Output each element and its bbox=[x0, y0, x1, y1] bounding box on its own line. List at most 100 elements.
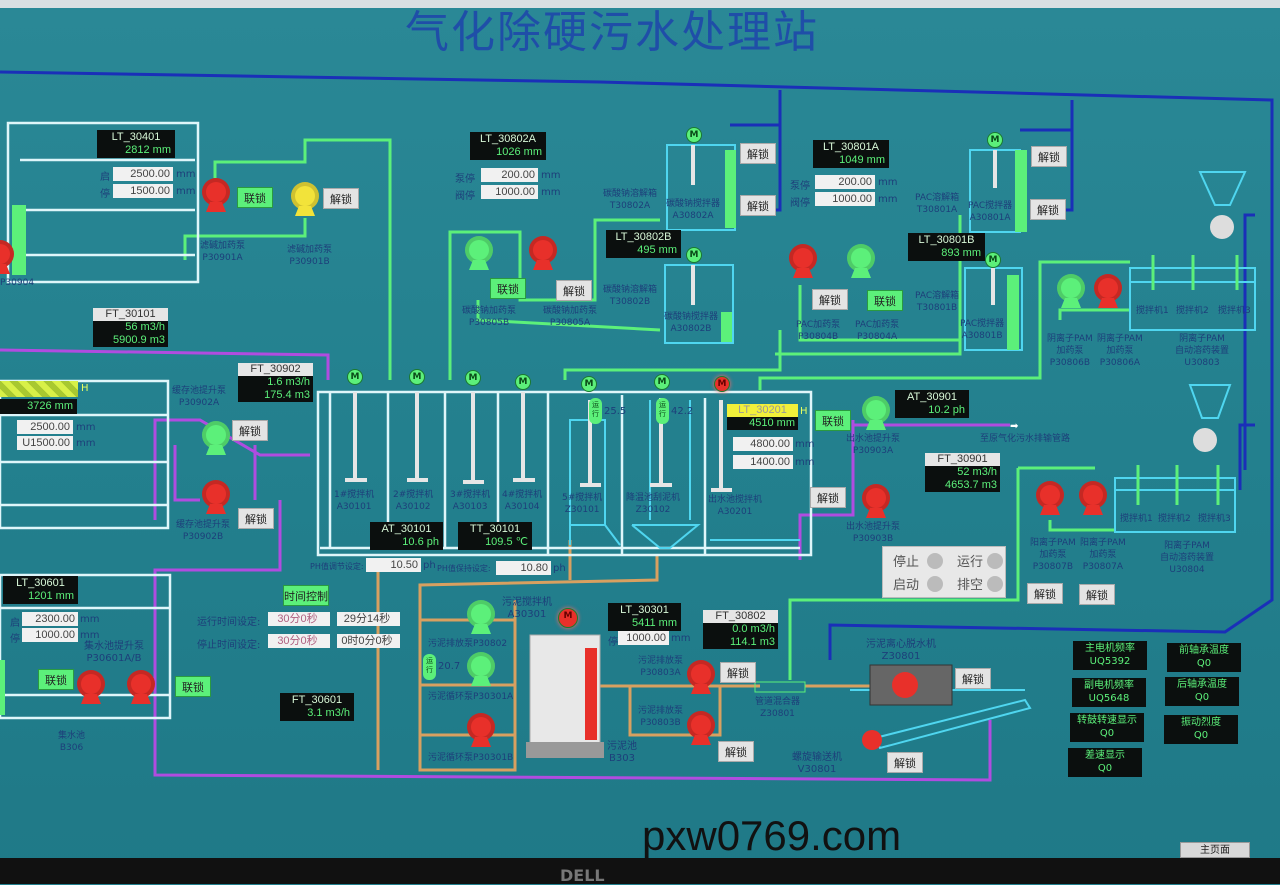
pac-pump-stop-input[interactable]: 200.00 bbox=[815, 175, 875, 189]
label-t30802b: 碳酸钠溶解箱 T30802B bbox=[603, 285, 658, 307]
motor-icon: M bbox=[654, 374, 670, 390]
collect-stop-level-input[interactable]: 1000.00 bbox=[22, 628, 78, 642]
pump-p30904[interactable] bbox=[0, 240, 14, 274]
pump-p30805b[interactable] bbox=[465, 236, 493, 270]
unit: mm bbox=[80, 614, 100, 625]
stop-button[interactable]: 停止 bbox=[893, 555, 920, 570]
control-panel: 停止 运行 启动 排空 bbox=[882, 546, 1006, 598]
outlet-start-level-input[interactable]: 4800.00 bbox=[733, 437, 793, 451]
soda-valve-stop-input[interactable]: 1000.00 bbox=[481, 185, 538, 199]
run-button[interactable]: 运行 bbox=[957, 555, 984, 570]
interlock-button-p30804a[interactable]: 联锁 bbox=[867, 290, 903, 311]
outlet-stop-level-input[interactable]: 1400.00 bbox=[733, 455, 793, 469]
pump-p30804b[interactable] bbox=[789, 244, 817, 278]
label-u30803: 阴离子PAM 自动溶药装置 U30803 bbox=[1175, 334, 1230, 368]
label-a30301: 污泥搅拌机 A30301 bbox=[502, 597, 552, 620]
pump-p30807b[interactable] bbox=[1036, 481, 1064, 515]
soda-pump-stop-input[interactable]: 200.00 bbox=[481, 168, 538, 182]
buffer-start-level-input[interactable]: 2500.00 bbox=[17, 420, 73, 434]
watermark: pxw0769.com bbox=[642, 812, 902, 859]
pump-p30807a[interactable] bbox=[1079, 481, 1107, 515]
unlock-button-p30803a[interactable]: 解锁 bbox=[720, 662, 756, 683]
label-stop: 停 bbox=[608, 637, 618, 648]
pump-p30601a[interactable] bbox=[77, 670, 105, 704]
monitor-bezel bbox=[0, 858, 1280, 884]
unlock-button-p30903b[interactable]: 解锁 bbox=[810, 487, 846, 508]
pump-p30901b[interactable] bbox=[291, 182, 319, 216]
label-centrifuge: 污泥离心脱水机 Z30801 bbox=[866, 639, 936, 662]
pump-p30301b[interactable] bbox=[467, 713, 495, 747]
caustic-start-level-input[interactable]: 2500.00 bbox=[113, 167, 173, 181]
pump-p30903b[interactable] bbox=[862, 484, 890, 518]
label-destination: 至原气化污水排输管路 bbox=[980, 434, 1071, 444]
unlock-button-valve-30801a[interactable]: 解锁 bbox=[1030, 199, 1066, 220]
pump-p30805a[interactable] bbox=[529, 236, 557, 270]
run-time-input[interactable]: 30分0秒 bbox=[268, 612, 330, 626]
pump-p30902b[interactable] bbox=[202, 480, 230, 514]
level-bar-t30802a bbox=[725, 150, 736, 228]
pump-p30902a[interactable] bbox=[202, 421, 230, 455]
unlock-button-p30803b[interactable]: 解锁 bbox=[718, 741, 754, 762]
drain-button[interactable]: 排空 bbox=[957, 578, 984, 593]
sludge-stop-level-input[interactable]: 1000.00 bbox=[618, 631, 669, 645]
run-time-elapsed: 29分14秒 bbox=[337, 612, 400, 626]
label-p30901a: 滤碱加药泵 P30901A bbox=[200, 241, 246, 263]
label-v30801: 螺旋输送机 V30801 bbox=[792, 752, 842, 775]
label-z30102: 降温池刮泥机 Z30102 bbox=[626, 493, 681, 515]
pump-p30601b[interactable] bbox=[127, 670, 155, 704]
interlock-button-p30601[interactable]: 联锁 bbox=[175, 676, 211, 697]
caustic-stop-level-input[interactable]: 1500.00 bbox=[113, 184, 173, 198]
unlock-button-conveyor[interactable]: 解锁 bbox=[887, 752, 923, 773]
high-indicator: H bbox=[800, 406, 808, 417]
pump-p30803a[interactable] bbox=[687, 660, 715, 694]
unlock-button-p30807a[interactable]: 解锁 bbox=[1079, 584, 1115, 605]
motor-icon: M bbox=[515, 374, 531, 390]
unlock-button-valve-30802a[interactable]: 解锁 bbox=[740, 195, 776, 216]
label-run-time: 运行时间设定: bbox=[197, 617, 261, 628]
interlock-button-p30805b[interactable]: 联锁 bbox=[490, 278, 526, 299]
label-p30805a: 碳酸钠加药泵 P30805A bbox=[543, 306, 598, 328]
unlock-button-p30902a[interactable]: 解锁 bbox=[232, 420, 268, 441]
time-control-button[interactable]: 时间控制 bbox=[283, 585, 329, 606]
ph-hold-input[interactable]: 10.80 bbox=[496, 561, 551, 575]
pump-p30903a[interactable] bbox=[862, 396, 890, 430]
pump-p30804a[interactable] bbox=[847, 244, 875, 278]
collect-start-level-input[interactable]: 2300.00 bbox=[22, 612, 78, 626]
stop-time-input[interactable]: 30分0秒 bbox=[268, 634, 330, 648]
interlock-button-p30901a[interactable]: 联锁 bbox=[237, 187, 273, 208]
interlock-button-b306[interactable]: 联锁 bbox=[38, 669, 74, 690]
purple-wastewater-lines bbox=[0, 348, 1010, 782]
pump-p30301a[interactable] bbox=[467, 652, 495, 686]
unlock-button-p30805a[interactable]: 解锁 bbox=[556, 280, 592, 301]
home-page-button[interactable]: 主页面 bbox=[1180, 842, 1250, 858]
motor-icon: M bbox=[409, 369, 425, 385]
pump-p30901a[interactable] bbox=[202, 178, 230, 212]
label-p30903a: 出水池提升泵 P30903A bbox=[846, 434, 901, 456]
unlock-button-a30802a[interactable]: 解锁 bbox=[740, 143, 776, 164]
unlock-button-p30804b[interactable]: 解锁 bbox=[812, 289, 848, 310]
unlock-button-p30901b[interactable]: 解锁 bbox=[323, 188, 359, 209]
pump-p30806b[interactable] bbox=[1057, 274, 1085, 308]
buffer-stop-level-input[interactable]: U1500.00 bbox=[17, 436, 73, 450]
unlock-button-a30801a[interactable]: 解锁 bbox=[1031, 146, 1067, 167]
label-ph-adjust: PH值调节设定: bbox=[310, 562, 364, 571]
start-button[interactable]: 启动 bbox=[893, 578, 920, 593]
label-p30806a: 阴离子PAM 加药泵 P30806A bbox=[1097, 334, 1143, 368]
pac-valve-stop-input[interactable]: 1000.00 bbox=[815, 192, 875, 206]
unlock-button-p30902b[interactable]: 解锁 bbox=[238, 508, 274, 529]
label-start: 启 bbox=[10, 618, 20, 629]
pump-p30803b[interactable] bbox=[687, 711, 715, 745]
label-z30101: 5#搅拌机 Z30101 bbox=[562, 493, 603, 515]
pump-p30806a[interactable] bbox=[1094, 274, 1122, 308]
pump-p30802[interactable] bbox=[467, 600, 495, 634]
unlock-button-p30807b[interactable]: 解锁 bbox=[1027, 583, 1063, 604]
unlock-button-centrifuge[interactable]: 解锁 bbox=[955, 668, 991, 689]
interlock-button-p30903a[interactable]: 联锁 bbox=[815, 410, 851, 431]
label-p30904: P30904 bbox=[0, 278, 35, 288]
ph-adjust-input[interactable]: 10.50 bbox=[366, 558, 421, 572]
